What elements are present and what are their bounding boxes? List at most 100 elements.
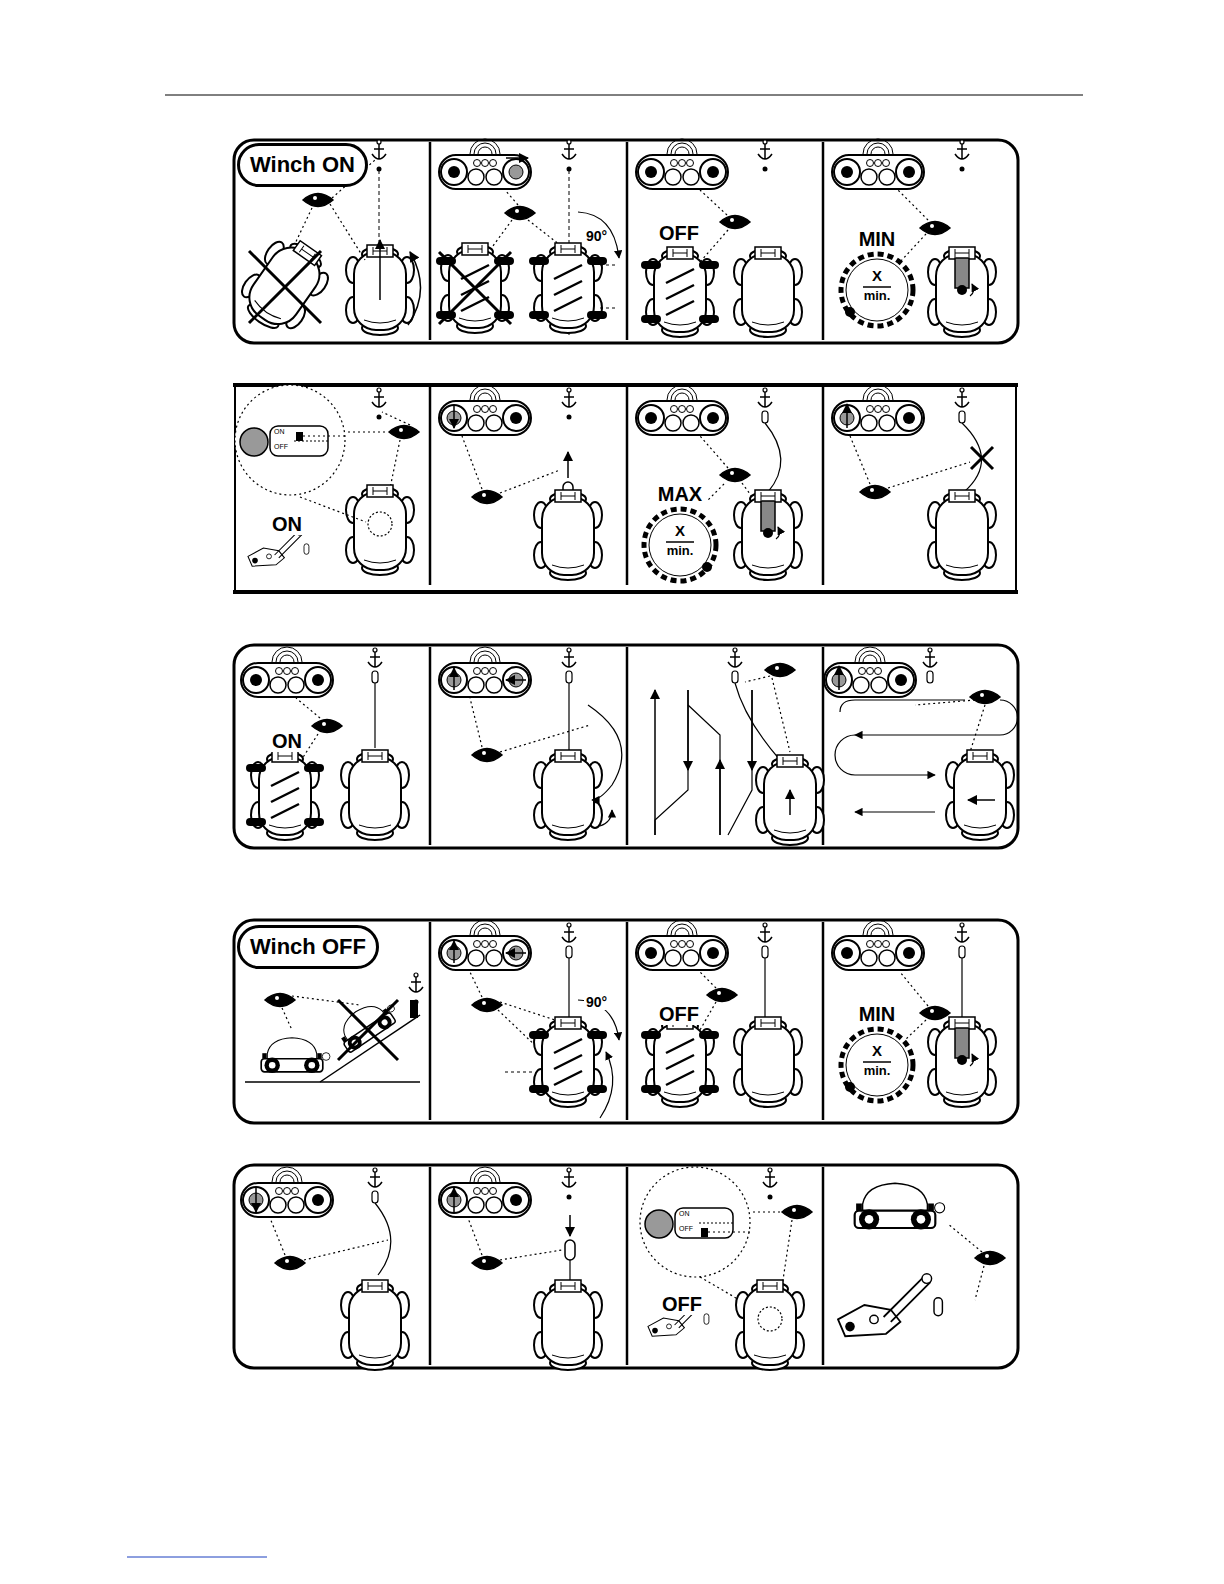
signal-arc [863, 139, 893, 154]
robot-wheel-dark [699, 1031, 719, 1039]
eye-highlight [285, 1259, 289, 1263]
joystick-knob [312, 1194, 324, 1206]
sight-line [528, 220, 560, 245]
joystick [834, 159, 860, 185]
remote-led [679, 941, 686, 948]
sight-line [900, 972, 928, 1006]
robot-bumper [856, 1203, 862, 1210]
move-arrow [453, 406, 455, 428]
robot-handle-top [555, 490, 581, 502]
spin-mark [666, 1039, 694, 1053]
remote-control [832, 936, 924, 970]
robot-bumper [317, 1053, 321, 1059]
anchor-ring [414, 973, 418, 977]
dial-unit: min. [825, 289, 929, 303]
dial-pointer [702, 562, 712, 572]
remote-led [883, 941, 890, 948]
robot-body-line [754, 1355, 786, 1358]
signal-arc [667, 920, 697, 935]
remote-led [687, 406, 694, 413]
panel-frame [234, 645, 1018, 848]
eye-symbol [920, 1007, 950, 1020]
sight-line [888, 462, 970, 488]
robot-wheel-dark [641, 261, 661, 269]
remote-led [687, 160, 694, 167]
anchor-ring [960, 140, 964, 144]
sight-line [470, 972, 482, 997]
remote-led [284, 668, 291, 675]
float-capsule [732, 671, 738, 683]
robot-handle-grey [761, 501, 775, 531]
turn-arrow [970, 1054, 974, 1066]
turn-arrow [408, 252, 421, 325]
robot-top-view [946, 750, 1014, 840]
eye-highlight [985, 1254, 989, 1258]
robot-handle-mark [561, 492, 575, 500]
signal-arc [871, 928, 885, 935]
lane-line [688, 705, 720, 835]
robot-body-line [664, 1092, 696, 1095]
spin-mark [666, 269, 694, 283]
robot-body-line [359, 825, 391, 828]
cross-mark [249, 251, 321, 323]
signal-arc [855, 647, 885, 662]
robot-wheel-dark [641, 1031, 661, 1039]
robot-wheel-dark [587, 1031, 607, 1039]
remote-led [474, 406, 481, 413]
robot-top-view [736, 1280, 804, 1370]
robot-body [542, 1024, 594, 1102]
remote-control [439, 663, 531, 697]
remote-button [486, 415, 502, 431]
joystick [441, 667, 467, 693]
sight-line [700, 230, 728, 262]
anchor-ring [567, 1168, 571, 1172]
robot-side-view [261, 1038, 330, 1073]
wheel-hub [309, 1062, 316, 1069]
robot-handle-top [949, 1017, 975, 1029]
remote-control [439, 1183, 531, 1217]
joystick [503, 1187, 529, 1213]
signal-arc [280, 655, 294, 662]
robot-body [542, 250, 594, 328]
fraction-bar [863, 1061, 891, 1063]
angle-arc [578, 212, 619, 258]
robot-body-line [269, 825, 301, 828]
move-arrow [968, 799, 995, 801]
move-arrow [838, 666, 840, 690]
turn-arrow [600, 1052, 613, 1118]
panel-divider [429, 922, 432, 1120]
move-arrow [453, 941, 455, 963]
robot-wheel-dark [587, 257, 607, 265]
robot-wheel [375, 1013, 394, 1032]
fraction-bar [863, 286, 891, 288]
winch-lever [248, 530, 309, 566]
speed-dial: MAXXmin. [628, 483, 732, 587]
eye-highlight [515, 209, 519, 213]
panel-frame [234, 920, 1018, 1123]
spin-mark [554, 1055, 582, 1069]
joystick [896, 940, 922, 966]
remote-led [482, 1188, 489, 1195]
switch-position: ON [679, 1210, 690, 1218]
robot-handle-top [362, 1280, 388, 1292]
sight-line [382, 412, 410, 425]
sight-line [772, 678, 790, 752]
remote-led [875, 160, 882, 167]
remote-button [665, 950, 681, 966]
remote-control [636, 401, 728, 435]
signal-arc [675, 393, 689, 400]
panel-divider [822, 387, 825, 585]
remote-button [683, 415, 699, 431]
panel-divider [429, 142, 432, 340]
signal-arc [478, 147, 492, 154]
eye-symbol [860, 486, 890, 499]
joystick-knob [510, 412, 522, 424]
eye-symbol [265, 994, 295, 1007]
joystick-knob [510, 1194, 522, 1206]
move-arrow [453, 1188, 455, 1212]
robot-handle-mark [955, 249, 969, 257]
move-arrow [506, 679, 526, 681]
lane-arrow [751, 690, 753, 770]
signal-arc [478, 928, 492, 935]
